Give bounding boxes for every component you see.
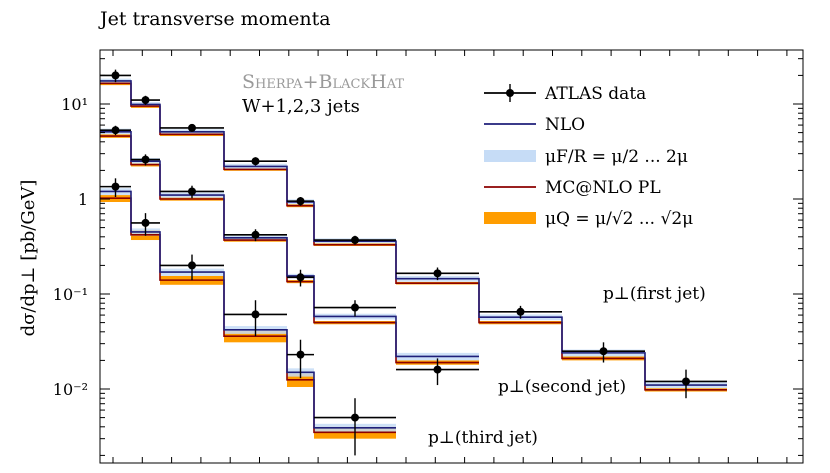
- y-tick-label-0: 10¹: [61, 95, 88, 114]
- legend-swatch-nlo_band: [484, 150, 536, 162]
- series-label-first-jet: p⊥(first jet): [603, 284, 706, 304]
- legend-label-mcnlo: MC@NLO PL: [545, 178, 661, 198]
- y-tick-label-3: 10⁻²: [53, 380, 88, 399]
- series-0-data-point-0: [111, 71, 120, 80]
- series-1-data-point-2: [188, 187, 196, 196]
- series-0-nlo-line: [100, 80, 727, 386]
- legend-label-nlo_band: μF/R = μ/2 ... 2μ: [545, 147, 688, 167]
- legend-label-data: ATLAS data: [544, 84, 646, 104]
- axis-ticks: 10¹ 1 10⁻¹ 10⁻²: [53, 50, 803, 463]
- y-tick-label-1: 1: [78, 190, 88, 209]
- series-0-data-point-7: [516, 307, 525, 316]
- legend-label-mcnlo_band: μQ = μ/√2 ... √2μ: [545, 209, 693, 229]
- series-1-mcnlo-line: [100, 135, 479, 364]
- series-2-data-point-0: [111, 182, 120, 191]
- legend-swatch-mcnlo_band: [484, 212, 536, 224]
- series-2-data-point-5: [351, 413, 359, 422]
- prediction-lines: [100, 80, 727, 434]
- series-2-data-point-4: [296, 350, 305, 359]
- chart-title: Jet transverse momenta: [98, 8, 331, 30]
- series-0-data-point-1: [141, 96, 150, 105]
- series-0-data-point-6: [433, 269, 442, 278]
- uncertainty-bands: [100, 78, 727, 439]
- y-tick-label-2: 10⁻¹: [53, 285, 88, 304]
- generator-label: Sherpa+BlackHat: [242, 71, 404, 93]
- series-2-data-point-3: [251, 310, 260, 319]
- series-2-nlo-line: [100, 190, 396, 429]
- series-0-data-point-5: [351, 236, 359, 245]
- series-1-data-point-3: [251, 230, 260, 239]
- series-1-data-point-6: [433, 365, 442, 374]
- series-label-second-jet: p⊥(second jet): [498, 377, 626, 397]
- data-points: [100, 69, 727, 456]
- series-1-data-point-5: [351, 303, 359, 312]
- series-0-data-point-4: [296, 197, 305, 206]
- series-0-data-point-3: [251, 157, 260, 166]
- legend-swatch-data-marker: [506, 89, 514, 97]
- series-0-data-point-8: [599, 347, 608, 356]
- series-2-data-point-1: [141, 218, 150, 227]
- series-1-data-point-0: [111, 126, 120, 135]
- series-1-data-point-1: [141, 155, 150, 164]
- series-2-data-point-2: [188, 261, 196, 270]
- process-label: W+1,2,3 jets: [242, 96, 360, 117]
- series-0-data-point-2: [188, 123, 196, 132]
- y-axis-label: dσ/dp⊥ [pb/GeV]: [18, 180, 39, 337]
- series-1-data-point-4: [296, 273, 305, 282]
- legend-label-nlo: NLO: [545, 115, 585, 135]
- series-0-data-point-9: [682, 377, 690, 386]
- plot-frame: [99, 49, 804, 464]
- series-label-third-jet: p⊥(third jet): [428, 428, 538, 448]
